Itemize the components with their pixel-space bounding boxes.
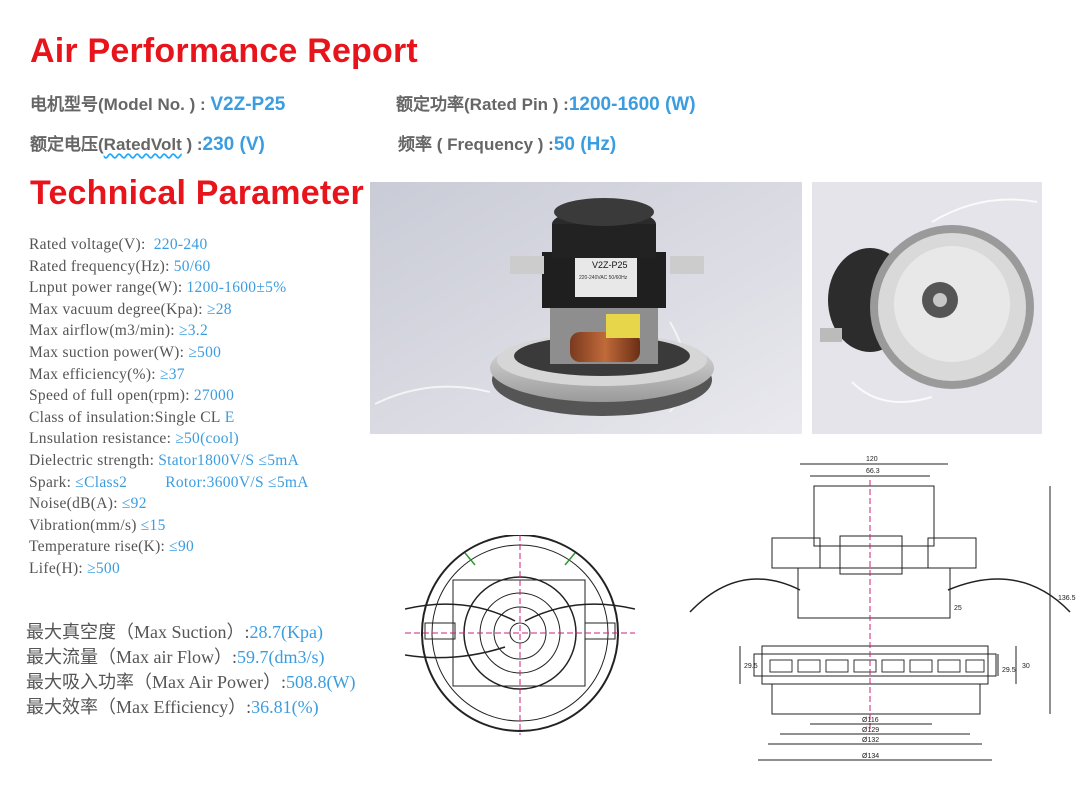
param-label: Rated frequency(Hz):: [29, 257, 170, 275]
param-value: ≤Class2: [75, 473, 128, 491]
result-label: 最大真空度（Max Suction）:: [26, 622, 250, 642]
result-row: 最大真空度（Max Suction）:28.7(Kpa): [26, 620, 355, 645]
freq-label: 频率 ( Frequency ) :: [398, 135, 554, 154]
result-row: 最大吸入功率（Max Air Power）:508.8(W): [26, 670, 355, 695]
param-row: Max suction power(W):≥500: [29, 342, 309, 364]
param-label: Rated voltage(V):: [29, 236, 146, 253]
param-label: Dielectric strength:: [29, 451, 155, 469]
tech-title: Technical Parameter: [30, 174, 364, 212]
power-row: 额定功率(Rated Pin ) :1200-1600 (W): [396, 90, 696, 116]
param-label: Class of insulation:Single CL: [29, 408, 221, 426]
param-label: Max efficiency(%):: [29, 365, 156, 383]
param-label: Spark:: [29, 473, 72, 491]
result-label: 最大吸入功率（Max Air Power）:: [26, 672, 286, 692]
dia-129: Ø129: [862, 727, 879, 734]
freq-row: 频率 ( Frequency ) :50 (Hz): [398, 130, 616, 156]
model-row: 电机型号(Model No. ) : V2Z-P25: [30, 90, 285, 116]
param-label: Lnput power range(W):: [29, 279, 183, 297]
param-label: Speed of full open(rpm):: [29, 387, 190, 405]
param-label: Lnsulation resistance:: [29, 430, 172, 448]
param-label: Max airflow(m3/min):: [29, 322, 175, 340]
dim-top: 120: [866, 456, 878, 463]
param-label: Temperature rise(K):: [29, 538, 166, 556]
volt-label-underlined: RatedVolt: [103, 135, 182, 154]
result-row: 最大效率（Max Efficiency）:36.81(%): [26, 695, 355, 720]
dim-side2: 29.5: [1002, 667, 1016, 674]
dim-height: 136.5: [1058, 595, 1076, 602]
motor-photo-side: [812, 182, 1042, 434]
dim-inner: 66.3: [866, 468, 880, 475]
dia-134: Ø134: [862, 753, 879, 760]
report-title: Air Performance Report: [30, 32, 418, 70]
param-label: Vibration(mm/s): [29, 516, 137, 534]
param-row: Noise(dB(A):≤92: [29, 493, 309, 515]
param-row: Spark:≤Class2 Rotor:3600V/S ≤5mA: [29, 472, 309, 494]
param-value: ≥500: [87, 559, 121, 577]
param-label: Life(H):: [29, 559, 84, 577]
param-value: ≤92: [121, 495, 147, 513]
result-value: 28.7(Kpa): [249, 622, 323, 642]
power-label: 额定功率(Rated Pin ) :: [396, 95, 569, 114]
param-row: Rated frequency(Hz):50/60: [29, 256, 309, 278]
result-value: 36.81(%): [251, 697, 319, 717]
param-row: Vibration(mm/s)≤15: [29, 515, 309, 537]
param-row: Speed of full open(rpm):27000: [29, 385, 309, 407]
dia-132: Ø132: [862, 737, 879, 744]
param-value: 27000: [193, 387, 235, 405]
param-row: Lnsulation resistance:≥50(cool): [29, 428, 309, 450]
param-row: Max vacuum degree(Kpa):≥28: [29, 299, 309, 321]
volt-label-post: ) :: [181, 135, 203, 154]
model-value: V2Z-P25: [210, 94, 286, 115]
result-value: 508.8(W): [286, 672, 356, 692]
dim-mid: 25: [954, 605, 962, 612]
param-row: Max airflow(m3/min):≥3.2: [29, 320, 309, 342]
param-value: ≥3.2: [178, 322, 208, 340]
param-value: ≥50(cool): [175, 430, 239, 448]
volt-row: 额定电压(RatedVolt ) :230 (V): [30, 130, 265, 156]
param-value: E: [224, 408, 235, 426]
volt-value: 230 (V): [202, 134, 265, 155]
param-extra-value: Rotor:3600V/S ≤5mA: [165, 473, 309, 491]
param-row: Lnput power range(W):1200-1600±5%: [29, 277, 309, 299]
dim-side1: 29.5: [744, 663, 758, 670]
param-value: 50/60: [173, 257, 211, 275]
param-label: Max vacuum degree(Kpa):: [29, 300, 203, 318]
param-value: ≥37: [159, 365, 185, 383]
side-view-drawing: 120 66.3 136.5 30 29.5 25 29.5: [680, 450, 1080, 772]
result-value: 59.7(dm3/s): [237, 647, 325, 667]
volt-label-pre: 额定电压(: [30, 135, 104, 154]
power-value: 1200-1600 (W): [568, 94, 696, 115]
freq-value: 50 (Hz): [553, 134, 617, 155]
model-label: 电机型号(Model No. ) :: [30, 95, 211, 114]
param-value: 220-240: [149, 236, 208, 253]
result-row: 最大流量（Max air Flow）:59.7(dm3/s): [26, 645, 355, 670]
results-list: 最大真空度（Max Suction）:28.7(Kpa)最大流量（Max air…: [26, 620, 355, 720]
param-row: Dielectric strength:Stator1800V/S ≤5mA: [29, 450, 309, 472]
photo-label-spec: 220-240VAC 50/60Hz: [579, 275, 628, 281]
param-row: Max efficiency(%):≥37: [29, 364, 309, 386]
result-label: 最大效率（Max Efficiency）:: [26, 697, 252, 717]
dia-116: Ø116: [862, 717, 879, 724]
param-row: Life(H):≥500: [29, 558, 309, 580]
param-value: ≥28: [206, 300, 232, 318]
param-value: 1200-1600±5%: [186, 279, 287, 297]
param-value: ≤90: [169, 538, 195, 556]
dim-side3: 30: [1022, 663, 1030, 670]
photo-label-model: V2Z-P25: [592, 260, 628, 270]
param-value: Stator1800V/S ≤5mA: [158, 451, 300, 469]
param-value: ≥500: [188, 343, 222, 361]
param-label: Max suction power(W):: [29, 343, 185, 361]
param-value: ≤15: [140, 516, 166, 534]
param-label: Noise(dB(A):: [29, 495, 118, 513]
front-view-drawing: [404, 534, 636, 735]
param-row: Rated voltage(V): 220-240: [29, 234, 309, 256]
motor-photo-front: V2Z-P25 220-240VAC 50/60Hz: [370, 182, 802, 434]
result-label: 最大流量（Max air Flow）:: [26, 647, 237, 667]
param-row: Temperature rise(K):≤90: [29, 536, 309, 558]
